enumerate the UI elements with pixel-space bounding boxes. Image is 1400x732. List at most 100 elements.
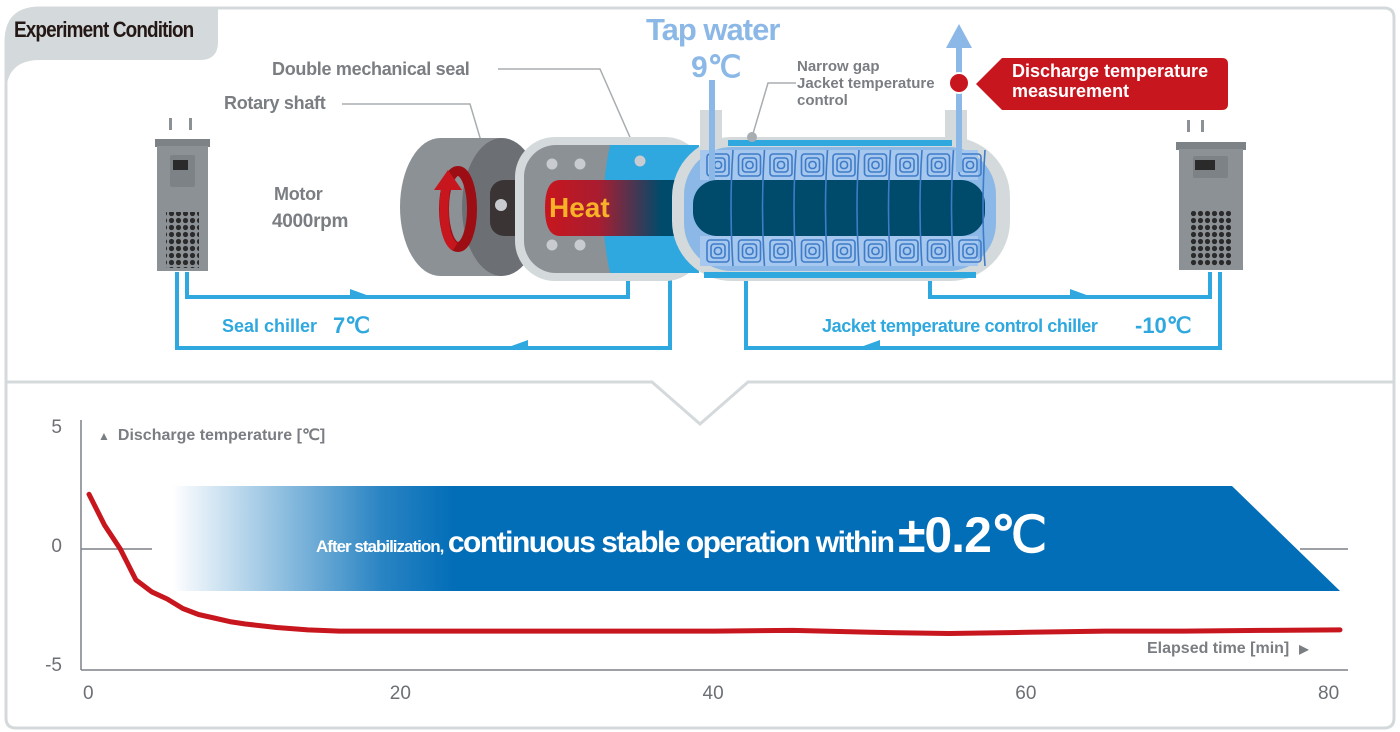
coil-ring xyxy=(930,157,947,173)
tap-water-inlet xyxy=(709,80,715,180)
coil-divider xyxy=(761,149,766,267)
banner-value: ±0.2℃ xyxy=(897,507,1047,563)
coil-ring xyxy=(902,160,912,170)
narrow-gap-label: Narrow gap Jacket temperature control xyxy=(797,58,935,109)
x-tick-label: 0 xyxy=(83,683,94,704)
seal-chiller-temp: 7℃ xyxy=(333,313,370,338)
narrow-gap-line3: control xyxy=(797,92,848,109)
coil-divider xyxy=(856,149,860,267)
coil-ring xyxy=(930,243,947,259)
jacket-chiller-temp: -10℃ xyxy=(1135,313,1192,338)
right-triangle-icon: ▶ xyxy=(1299,642,1309,656)
jacket-vessel xyxy=(672,110,1010,281)
coil-ring xyxy=(899,243,915,259)
coil-ring xyxy=(832,153,856,177)
x-tick-label: 80 xyxy=(1318,683,1340,704)
coil-divider xyxy=(824,149,829,267)
coil-ring xyxy=(899,157,915,173)
left-chiller-icon xyxy=(155,118,210,271)
coil-ring xyxy=(867,157,884,173)
flow-arrow xyxy=(350,289,372,297)
y-axis-label: Discharge temperature [℃] xyxy=(117,427,326,444)
coil-ring xyxy=(863,239,888,263)
x-tick-label: 20 xyxy=(389,683,411,704)
callout-line2: measurement xyxy=(1012,81,1130,101)
coil-ring xyxy=(804,243,821,259)
coil-ring xyxy=(895,153,919,177)
coil-ring xyxy=(965,246,975,256)
coil-ring xyxy=(926,153,951,177)
jacket-chiller-label: Jacket temperature control chiller xyxy=(822,316,1098,336)
stability-banner xyxy=(172,486,1340,591)
coil-ring xyxy=(839,160,849,170)
series-line-discharge-temperature xyxy=(86,491,1343,636)
coil-ring xyxy=(934,246,943,256)
narrow-gap-line1: Narrow gap xyxy=(797,58,880,75)
discharge-measurement-callout: Discharge temperature measurement xyxy=(1012,61,1208,101)
tap-water-label: Tap water xyxy=(646,12,780,47)
coil-ring xyxy=(832,239,856,263)
coil-divider xyxy=(793,149,797,267)
banner-prefix: After stabilization, xyxy=(316,537,444,556)
seal-chiller-pipes xyxy=(175,272,672,350)
rotary-shaft-label: Rotary shaft xyxy=(224,93,326,113)
flow-arrow xyxy=(858,340,880,348)
right-chiller-icon xyxy=(1176,120,1246,270)
callout-line1: Discharge temperature xyxy=(1012,61,1209,81)
coil-ring xyxy=(808,246,817,256)
coil-ring xyxy=(871,246,880,256)
y-tick-label: -5 xyxy=(45,655,62,676)
coil-ring xyxy=(713,246,723,256)
x-axis-label: Elapsed time [min] xyxy=(1147,640,1290,657)
coil-ring xyxy=(737,239,762,263)
coil-ring xyxy=(926,239,951,263)
x-axis-title: Elapsed time [min] ▶ xyxy=(1147,640,1308,658)
coil-ring xyxy=(741,157,758,173)
seal-housing xyxy=(515,137,705,281)
seal-chiller-label: Seal chiller xyxy=(222,316,318,336)
coil-ring xyxy=(773,243,789,259)
coil-ring xyxy=(836,157,852,173)
coil-ring xyxy=(871,160,880,170)
coil-ring xyxy=(776,246,786,256)
coil-ring xyxy=(800,153,825,177)
y-axis-title: ▲ Discharge temperature [℃] xyxy=(98,425,325,445)
coil-divider xyxy=(982,149,986,267)
motor-label: Motor xyxy=(274,184,323,204)
coil-ring xyxy=(867,243,884,259)
coil-ring xyxy=(934,160,943,170)
coil-ring xyxy=(706,153,730,177)
coil-ring xyxy=(706,239,730,263)
coil-ring xyxy=(902,246,912,256)
x-tick-label: 60 xyxy=(1015,683,1037,704)
coil-ring xyxy=(745,246,754,256)
coil-divider xyxy=(919,149,923,267)
coil-ring xyxy=(776,160,786,170)
stability-banner-text: After stabilization, continuous stable o… xyxy=(316,506,1047,564)
outflow-pipe xyxy=(956,42,962,172)
coil-ring xyxy=(773,157,789,173)
discharge-callout-shape xyxy=(976,58,1228,110)
measurement-dot-icon xyxy=(948,72,970,94)
flow-arrow xyxy=(1070,289,1092,297)
coil-ring xyxy=(839,246,849,256)
page-title: Experiment Condition xyxy=(14,17,194,42)
coil-ring xyxy=(836,243,852,259)
coil-ring xyxy=(965,160,975,170)
y-tick-label: 0 xyxy=(51,536,62,557)
up-triangle-icon: ▲ xyxy=(98,429,110,443)
title-tab xyxy=(6,8,218,94)
tap-water-temp: 9℃ xyxy=(691,51,742,84)
up-arrow-icon xyxy=(946,24,972,48)
rotation-arrow-icon xyxy=(434,166,477,252)
coil-ring xyxy=(737,153,762,177)
coil-divider xyxy=(887,149,892,267)
coil-ring xyxy=(769,239,793,263)
coil-ring xyxy=(745,160,754,170)
coil-divider xyxy=(950,149,955,267)
flow-arrow xyxy=(506,340,528,348)
y-tick-label: 5 xyxy=(51,417,62,438)
double-mechanical-seal-label: Double mechanical seal xyxy=(272,59,470,79)
coil-ring xyxy=(741,243,758,259)
coil-ring xyxy=(895,239,919,263)
